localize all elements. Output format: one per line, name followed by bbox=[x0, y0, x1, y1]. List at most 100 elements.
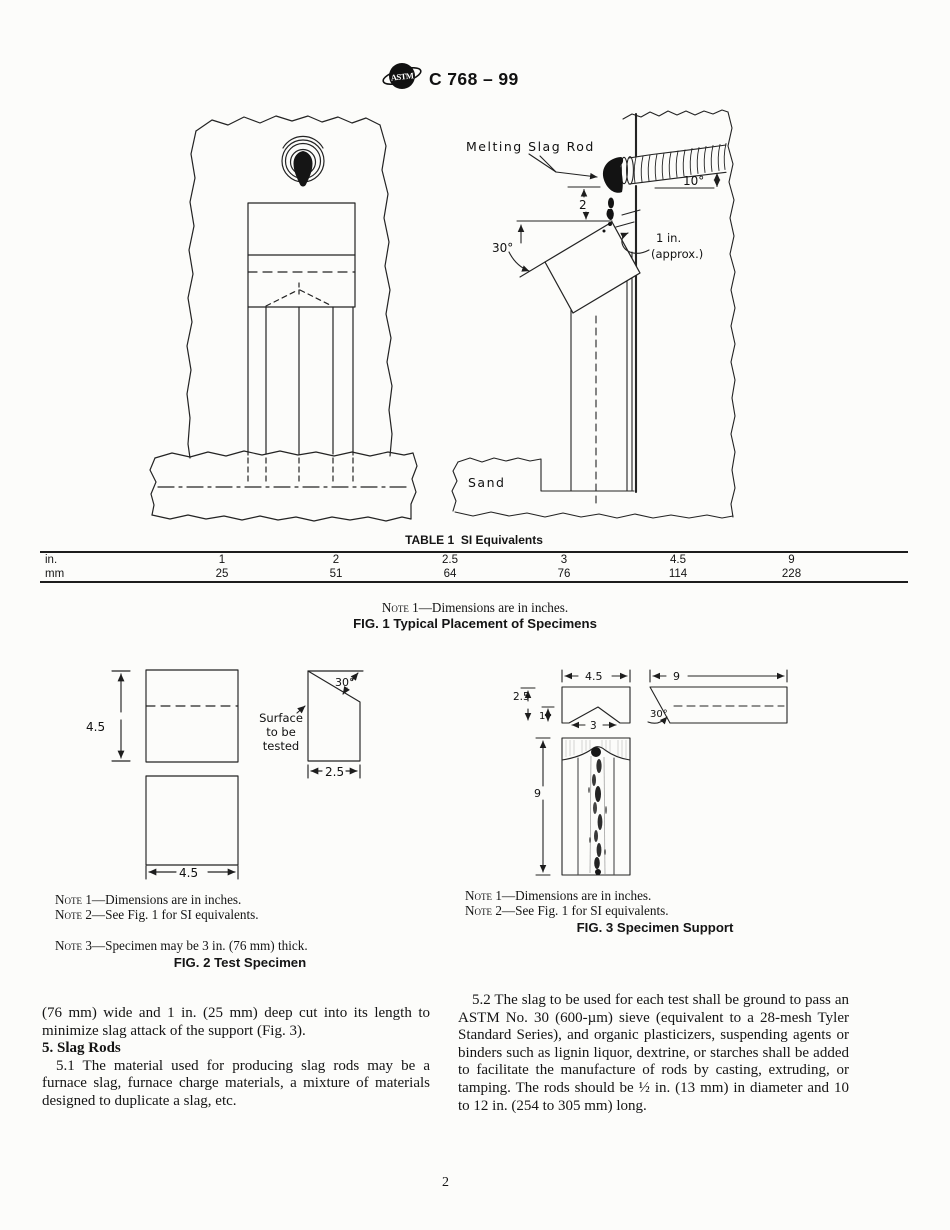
wall-right-edge bbox=[727, 111, 736, 518]
fig3-notch-width-label: 3 bbox=[590, 720, 597, 732]
fig3-top-width-label: 4.5 bbox=[585, 670, 603, 683]
specimen-bottom-view bbox=[145, 775, 239, 866]
specimen-edge-extension bbox=[519, 261, 546, 278]
table1-title: TABLE 1 SI Equivalents bbox=[40, 533, 908, 547]
note-line: Note 2—See Fig. 1 for SI equivalents. bbox=[465, 903, 845, 918]
fig1-caption: FIG. 1 Typical Placement of Specimens bbox=[353, 616, 597, 631]
para-5-1: 5.1 The material used for producing slag… bbox=[42, 1057, 430, 1109]
fig3-drawing: 4.5 2.5 1 3 9 30° 9 bbox=[513, 669, 788, 876]
section-5-heading: 5. Slag Rods bbox=[42, 1040, 121, 1057]
angle-arrow-down bbox=[342, 685, 350, 695]
note-label: Note 1 bbox=[381, 600, 419, 615]
streak-line-left bbox=[589, 755, 592, 874]
streak-line-right bbox=[603, 756, 606, 875]
fig2-height-label: 4.5 bbox=[86, 720, 105, 734]
specimen-front-view bbox=[145, 669, 239, 763]
para-5-2: 5.2 The slag to be used for each test sh… bbox=[458, 992, 849, 1114]
astm-logo: ASTM bbox=[382, 63, 422, 89]
angle-10-label: 10° bbox=[683, 174, 704, 188]
wall-left-edge bbox=[186, 130, 197, 459]
fig3-notes: Note 1—Dimensions are in inches. Note 2—… bbox=[465, 888, 845, 935]
fig1-left-drawing bbox=[149, 115, 418, 522]
table-row: in. 1 2 2.5 3 4.5 9 bbox=[40, 552, 908, 567]
table-cell: in. bbox=[45, 554, 58, 566]
note-line: Note 2—See Fig. 1 for SI equivalents. bbox=[55, 907, 425, 922]
notch-hidden-right bbox=[299, 289, 333, 307]
note-text: —Dimensions are in inches. bbox=[501, 888, 652, 903]
fig3-top-height-label: 2.5 bbox=[513, 691, 530, 703]
wall-right-edge bbox=[379, 124, 393, 457]
sand-right-edge bbox=[410, 452, 418, 520]
note-text: —Dimensions are in inches. bbox=[418, 600, 569, 615]
rod-bottom-edge bbox=[628, 171, 727, 185]
table-cell: 228 bbox=[781, 568, 802, 580]
rod-leader-line-2 bbox=[528, 153, 557, 173]
fig3-side-length-label: 9 bbox=[673, 670, 680, 683]
sand-step-outline bbox=[457, 457, 635, 492]
note-label: Note 2 bbox=[55, 907, 92, 922]
table-cell: mm bbox=[45, 568, 65, 580]
rod-leader-arrow bbox=[539, 155, 598, 180]
wall-top-edge bbox=[195, 115, 381, 132]
note-text: —See Fig. 1 for SI equivalents. bbox=[501, 903, 669, 918]
doc-code: C 768 – 99 bbox=[429, 68, 519, 89]
sand-left-edge bbox=[149, 457, 157, 516]
one-in-label: 1 in. bbox=[656, 231, 681, 245]
buried-support-lines bbox=[247, 457, 354, 485]
groove-crest-curve bbox=[561, 746, 631, 761]
rod-top-edge bbox=[628, 144, 727, 159]
slag-drip-1 bbox=[608, 197, 614, 209]
table-cell: 1 bbox=[218, 554, 226, 566]
fig3-notch-depth-label: 1 bbox=[539, 711, 545, 722]
tilted-specimen bbox=[544, 221, 641, 314]
sand-label: Sand bbox=[468, 475, 505, 490]
table-row: mm 25 51 64 76 114 228 bbox=[40, 567, 908, 582]
fig2-drawing: 4.5 4.5 30° Surface to be tested 2.5 bbox=[86, 669, 364, 880]
fig2-angle-label: 30° bbox=[335, 676, 355, 689]
body-right-column: 5.2 The slag to be used for each test sh… bbox=[458, 992, 849, 1115]
note-line: Note 1—Dimensions are in inches. bbox=[465, 888, 845, 903]
table1: in. 1 2 2.5 3 4.5 9 mm 25 51 64 76 114 2… bbox=[40, 551, 908, 583]
rod-hole-arc bbox=[282, 135, 324, 149]
page-header: ASTM C 768 – 99 bbox=[381, 57, 519, 95]
surface-label-3: tested bbox=[263, 739, 299, 753]
specimen-side-view bbox=[307, 670, 361, 762]
table-cell: 9 bbox=[788, 554, 795, 566]
one-in-leader bbox=[620, 232, 650, 254]
page-number: 2 bbox=[442, 1175, 449, 1190]
sand-left-edge bbox=[451, 461, 459, 512]
note-label: Note 2 bbox=[465, 903, 502, 918]
table-cell: 51 bbox=[329, 568, 343, 580]
table-cell: 114 bbox=[668, 568, 688, 580]
table-cell: 76 bbox=[557, 568, 571, 580]
rod-ribs bbox=[633, 143, 727, 184]
support-front-view bbox=[561, 737, 631, 876]
fig1-note: Note 1—Dimensions are in inches. bbox=[0, 600, 950, 615]
surface-label-1: Surface bbox=[259, 711, 303, 725]
wall-top-edge bbox=[622, 109, 729, 120]
fig1-right-drawing: Melting Slag Rod 2 10° 30° 1 in. (approx… bbox=[451, 109, 736, 519]
slag-drip-4 bbox=[602, 229, 606, 233]
slag-drip-2 bbox=[606, 209, 614, 220]
slag-drip-3 bbox=[608, 222, 612, 226]
note-line: Note 3—Specimen may be 3 in. (76 mm) thi… bbox=[55, 938, 425, 953]
table-cell: 25 bbox=[215, 568, 229, 580]
top-band-hatching bbox=[565, 740, 627, 758]
note-text: —Specimen may be 3 in. (76 mm) thick. bbox=[91, 938, 308, 953]
melting-slag-rod-label: Melting Slag Rod bbox=[466, 139, 595, 154]
slag-streak bbox=[588, 747, 607, 875]
fig2-caption: FIG. 2 Test Specimen bbox=[173, 955, 307, 970]
note-text: —See Fig. 1 for SI equivalents. bbox=[91, 907, 259, 922]
surface-label-2: to be bbox=[266, 725, 296, 739]
note-label: Note 1 bbox=[465, 888, 502, 903]
fig3-caption: FIG. 3 Specimen Support bbox=[576, 920, 734, 935]
angle-30-label: 30° bbox=[492, 241, 513, 255]
angle-arrow-up bbox=[350, 672, 359, 681]
one-in-tick-lower bbox=[615, 221, 635, 228]
note-text: —Dimensions are in inches. bbox=[91, 892, 242, 907]
sand-top-edge bbox=[154, 450, 414, 459]
table-cell: 4.5 bbox=[670, 554, 686, 566]
note-label: Note 3 bbox=[55, 938, 92, 953]
note-label: Note 1 bbox=[55, 892, 92, 907]
